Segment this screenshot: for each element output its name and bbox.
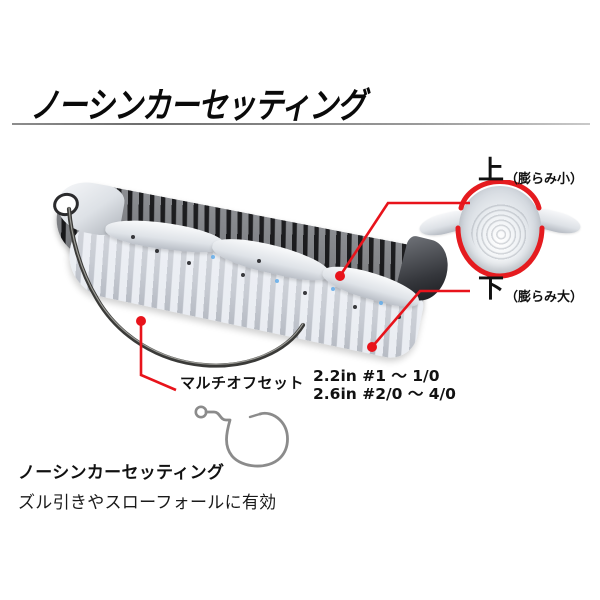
rigged-lure-photo	[35, 165, 455, 385]
callout-down: 下 （膨らみ大）	[478, 268, 583, 305]
callout-down-note: （膨らみ大）	[505, 290, 584, 305]
page-title: ノーシンカーセッティング	[30, 85, 366, 127]
title-divider	[12, 123, 590, 125]
page-header: ノーシンカーセッティング	[0, 76, 600, 128]
caption-subtitle: ズル引きやスローフォールに有効	[18, 493, 277, 513]
callout-multi-offset-label: マルチオフセット	[180, 374, 305, 392]
lure-cross-section-icon	[417, 180, 583, 285]
cross-section-rings	[471, 202, 529, 260]
callout-down-label: 下	[478, 274, 505, 304]
cross-section-body	[459, 186, 541, 274]
callout-up-note: （膨らみ小）	[505, 172, 584, 187]
hook-size-line-1: 2.2in #1 ～ 1/0	[313, 367, 440, 385]
callout-up: 上 （膨らみ小）	[478, 150, 583, 187]
offset-hook-icon	[194, 405, 289, 468]
callout-up-label: 上	[478, 156, 505, 186]
caption-title: ノーシンカーセッティング	[18, 463, 225, 483]
hook-size-spec: 2.2in #1 ～ 1/0 2.6in #2/0 ～ 4/0	[313, 367, 456, 403]
offset-hook-wire	[66, 206, 306, 368]
hook-size-line-2: 2.6in #2/0 ～ 4/0	[313, 385, 456, 403]
